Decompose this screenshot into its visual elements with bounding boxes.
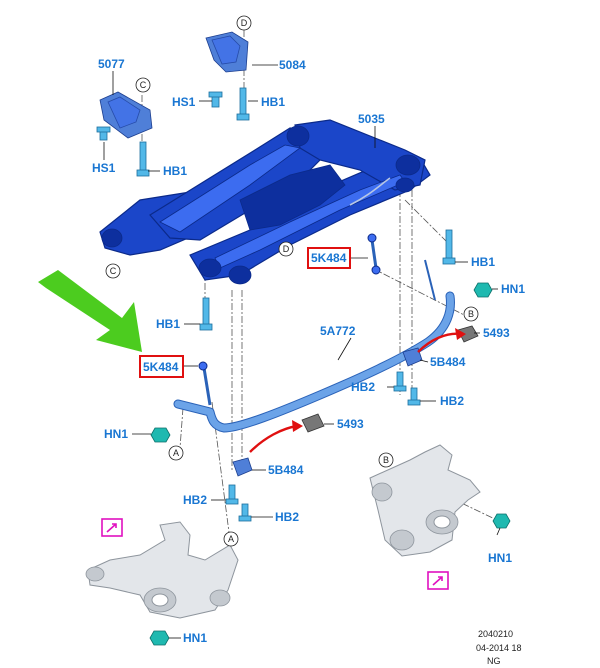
label-hn1-bottom: HN1	[183, 631, 207, 645]
callout-c-left: C	[105, 263, 121, 279]
label-5A772: 5A772	[320, 324, 356, 338]
label-hb2-right-b: HB2	[440, 394, 464, 408]
callout-b-bar: B	[463, 306, 479, 322]
label-5K484-top: 5K484	[311, 251, 347, 265]
callout-a-bar-text: A	[173, 448, 179, 458]
callout-b-knuckle-text: B	[383, 455, 389, 465]
footer-code: 2040210	[478, 629, 513, 639]
label-hn1-left: HN1	[104, 427, 128, 441]
label-hs1-left: HS1	[92, 161, 116, 175]
footer-date: 04-2014 18	[476, 643, 522, 653]
bracket-5084	[205, 31, 249, 73]
highlight-box-5K484-left	[139, 355, 184, 378]
label-hb1-left: HB1	[163, 164, 187, 178]
location-marker-left	[101, 518, 123, 537]
callout-c-left-text: C	[110, 266, 117, 276]
label-hn1-knuckle: HN1	[488, 551, 512, 565]
label-hb2-mid-a: HB2	[183, 493, 207, 507]
label-hs1-top: HS1	[172, 95, 196, 109]
label-hb2-right-a: HB2	[351, 380, 375, 394]
bolts	[96, 87, 456, 522]
bushings-and-clamps	[232, 325, 479, 477]
label-hb2-mid-b: HB2	[275, 510, 299, 524]
callout-d-top-text: D	[241, 18, 248, 28]
knuckle-right	[369, 444, 481, 557]
callout-a-knuckle: A	[223, 531, 239, 547]
label-5493-mid: 5493	[337, 417, 364, 431]
nuts	[149, 282, 511, 646]
red-arrow-right	[417, 328, 466, 353]
label-hn1-right: HN1	[501, 282, 525, 296]
location-marker-right	[427, 571, 449, 590]
callout-d-top: D	[236, 15, 252, 31]
label-hb1-top: HB1	[261, 95, 285, 109]
rear-subframe-5035	[99, 119, 431, 285]
label-5035: 5035	[358, 112, 385, 126]
label-5084: 5084	[279, 58, 306, 72]
callout-a-bar: A	[168, 445, 184, 461]
label-hb1-right: HB1	[471, 255, 495, 269]
label-5077: 5077	[98, 57, 125, 71]
label-5B484-right: 5B484	[430, 355, 466, 369]
red-arrow-mid	[249, 420, 303, 453]
highlight-box-5K484-top	[307, 247, 351, 269]
callout-d-mid: D	[278, 241, 294, 257]
callout-b-knuckle: B	[378, 452, 394, 468]
leader-lines	[103, 64, 501, 639]
footer-market: NG	[487, 656, 501, 666]
callout-c-top: C	[135, 77, 151, 93]
label-5B484-mid: 5B484	[268, 463, 304, 477]
stabilizer-bar-5A772	[173, 233, 455, 433]
callout-b-bar-text: B	[468, 309, 474, 319]
green-arrow-indicator	[38, 270, 142, 352]
knuckle-left	[85, 521, 239, 619]
callout-a-knuckle-text: A	[228, 534, 234, 544]
callout-c-top-text: C	[140, 80, 147, 90]
callout-d-mid-text: D	[283, 244, 290, 254]
bracket-5077	[99, 91, 153, 139]
label-5K484-left: 5K484	[143, 360, 179, 374]
label-hb1-lower: HB1	[156, 317, 180, 331]
label-5493-right: 5493	[483, 326, 510, 340]
